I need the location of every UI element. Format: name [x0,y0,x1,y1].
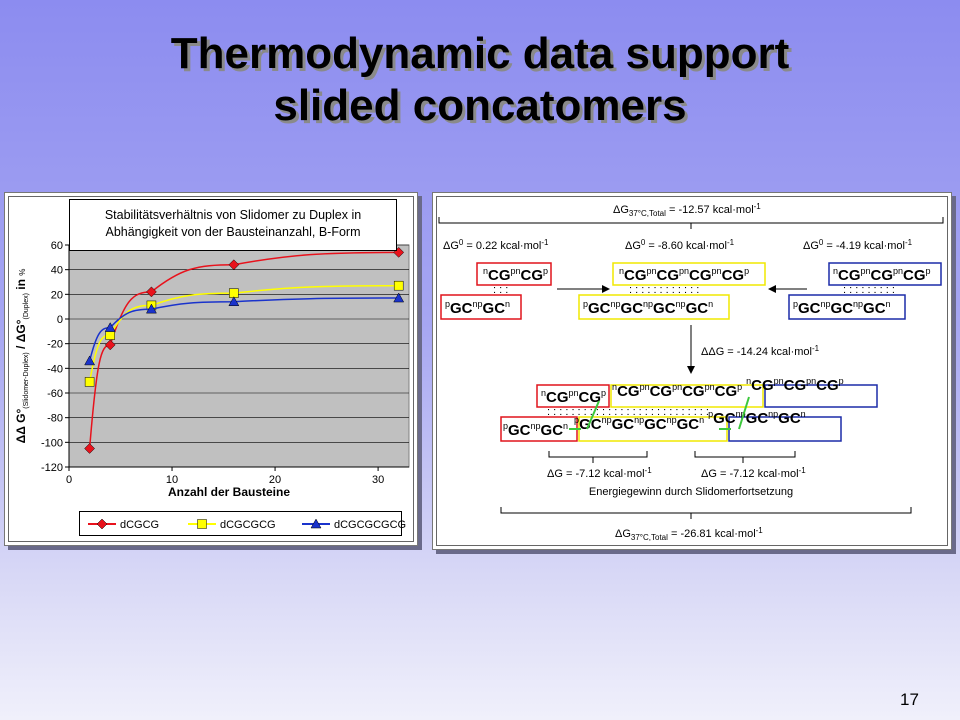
slidomer-bottom-blue [728,416,842,442]
data-point-dCGCGCGCG [104,322,116,332]
y-tick-label: -60 [47,388,63,400]
energy-caption: Energiegewinn durch Slidomerfortsetzung [589,486,793,498]
data-point-dCGCG [146,286,157,298]
x-tick-label: 20 [269,474,281,486]
y-tick-label: -120 [41,462,63,474]
data-point-dCGCG [84,443,95,454]
chart-panel-frame [8,196,414,542]
slidomer-top-text: nCGpnCGpnCGpnCGpnCGpnCGpnCGpnCGpnCGp [541,376,844,406]
y-tick-label: 40 [51,265,63,277]
y-tick-label: -80 [47,413,63,425]
strand-bottom-3-text: pGCnpGCnpGCn [793,299,891,317]
legend-label-dCGCGCGCG: dCGCGCGCG [334,519,406,531]
ddG-label: ΔΔG = -14.24 kcal·mol-1 [701,344,820,358]
slidomer-bottom-text: pGCnpGCnpGCnpGCnpGCnpGCnpGCnpGCnpGCn [503,409,806,439]
strand-bottom-2 [578,294,730,320]
pairing-dots-2: : : : : : : : : : : : : [629,284,699,296]
dG-label-2: ΔG0 = -8.60 kcal·mol-1 [625,238,735,252]
data-point-dCGCGCGCG [145,303,157,314]
dG-label-3: ΔG0 = -4.19 kcal·mol-1 [803,238,913,252]
total-top-label: ΔG37°C,Total = -12.57 kcal·mol-1 [613,202,761,218]
chart-title-line-1: Stabilitätsverhältnis von Slidomer zu Du… [104,208,362,222]
title-line-2: slided concatomers [273,81,687,130]
y-tick-label: 0 [57,314,63,326]
strand-bottom-1-text: pGCnpGCn [445,299,510,317]
data-point-dCGCGCG [84,377,95,387]
x-axis-title: Anzahl der Bausteine [168,485,290,499]
chart-legend: dCGCG dCGCGCG dCGCGCGCG [79,511,406,536]
chart-title-line-2: Abhängigkeit von der Bausteinanzahl, B-F… [105,225,361,239]
data-point-dCGCG [104,339,116,351]
title-line-1: Thermodynamic data support [170,29,790,78]
bottom-bracket [500,507,912,514]
y-tick-label: -100 [41,437,63,449]
data-point-dCGCG [228,259,240,271]
plot-area [68,244,410,468]
y-tick-label: 60 [51,240,63,252]
dG-label-1: ΔG0 = 0.22 kcal·mol-1 [443,238,549,252]
strand-top-2-text: nCGpnCGpnCGpnCGp [619,266,749,284]
legend-marker-dCGCGCG [197,519,207,529]
diagram-panel-frame [436,196,948,546]
y-tick-label: -40 [47,363,63,375]
x-tick-label: 0 [66,474,72,486]
slidomer-diagram: ΔG37°C,Total = -12.57 kcal·mol-1 ΔG0 = 0… [438,202,944,542]
strand-top-3 [828,262,942,286]
strand-top-1-text: nCGpnCGp [483,266,548,284]
data-point-dCGCGCGCG [84,355,96,366]
diagram-panel: ΔG37°C,Total = -12.57 kcal·mol-1 ΔG0 = 0… [432,192,952,550]
x-tick-label: 30 [372,474,384,486]
y-tick-label: 20 [51,289,63,301]
pairing-dots-3: : : : : : : : : : [843,284,895,296]
legend-marker-dCGCG [96,518,108,530]
green-link-3 [738,396,750,430]
green-link-1 [586,400,600,430]
strand-top-2 [612,262,766,286]
chart-title: Stabilitätsverhältnis von Slidomer zu Du… [69,199,397,251]
slidomer-top-red [536,384,610,408]
strand-bottom-1 [440,294,522,320]
slide-title: Thermodynamic data support slided concat… [0,28,960,132]
series-line-dCGCG [88,251,399,449]
data-point-dCGCGCGCG [393,292,405,303]
slidomer-top-blue [764,384,878,408]
slidomer-top-yellow [610,384,764,408]
dG-left-label: ΔG = -7.12 kcal·mol-1 [547,466,652,480]
y-tick-label: -20 [47,339,63,351]
series-line-dCGCGCGCG [88,297,399,362]
page-number: 17 [900,690,919,709]
y-axis-title: ΔΔ G°(Slidomer-Duplex) / ΔG°(Duplex) in … [14,269,30,444]
pairing-dots-1: : : : [493,284,508,296]
strand-top-3-text: nCGpnCGpnCGp [833,266,931,284]
top-bracket [438,217,944,224]
legend-graphics: dCGCG dCGCGCG dCGCGCGCG [88,518,406,531]
x-tick-label: 10 [166,474,178,486]
legend-label-dCGCGCG: dCGCGCG [220,519,276,531]
total-bottom-label: ΔG37°C,Total = -26.81 kcal·mol-1 [615,526,763,542]
data-point-dCGCGCG [393,280,404,291]
strand-bottom-2-text: pGCnpGCnpGCnpGCn [583,299,713,317]
dG-right-label: ΔG = -7.12 kcal·mol-1 [701,466,806,480]
legend-marker-dCGCGCGCG [310,518,322,529]
data-point-dCGCGCGCG [228,296,240,306]
bracket-left [548,451,648,458]
slidomer-dots: : : : : : : : : : : : : : : : : : : : : … [547,406,709,418]
legend-label-dCGCG: dCGCG [120,519,159,531]
strand-bottom-3 [788,294,906,320]
bracket-right [694,451,796,458]
strand-top-1 [476,262,552,286]
